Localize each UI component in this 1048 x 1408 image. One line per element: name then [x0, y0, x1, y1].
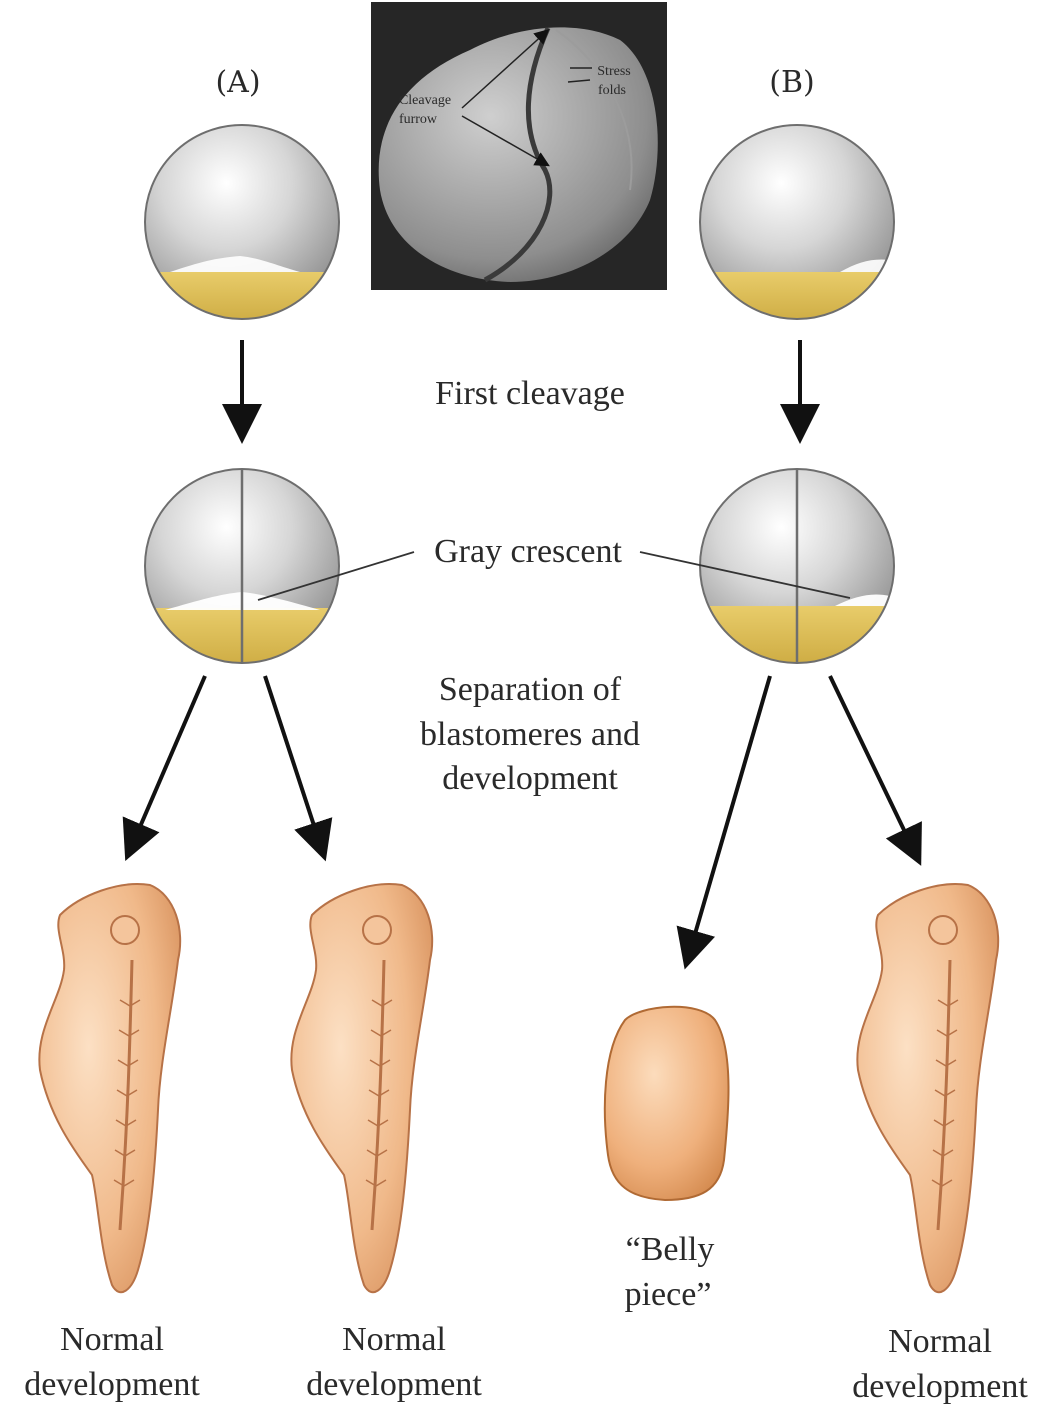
embryo-a-right: [291, 884, 432, 1292]
egg-b-two-cell: [695, 469, 905, 676]
belly-piece: [605, 1007, 729, 1200]
panel-b-label: (B): [769, 65, 814, 100]
cleavage-label-line2: furrow: [399, 112, 438, 127]
panel-a-label: (A): [215, 65, 260, 100]
arrow-b-left: [688, 676, 770, 958]
stress-label-line1: Stress: [597, 64, 630, 79]
separation-label-line1: Separation of: [439, 671, 622, 708]
arrow-a-right: [265, 676, 322, 850]
cleavage-label-line1: Cleavage: [399, 93, 451, 108]
gray-crescent-label: Gray crescent: [434, 533, 622, 570]
stress-label-line2: folds: [598, 83, 626, 98]
belly-label-line2: piece”: [625, 1276, 712, 1313]
arrow-b-right: [830, 676, 916, 855]
egg-b-uncleaved: [695, 125, 905, 332]
outcome-a-left-line2: development: [24, 1366, 200, 1403]
micrograph-inset: Cleavage furrow Stress folds: [371, 2, 667, 290]
separation-label-line2: blastomeres and: [420, 716, 640, 753]
first-cleavage-label: First cleavage: [435, 375, 625, 412]
egg-a-two-cell: [140, 469, 350, 678]
embryo-a-left: [39, 884, 180, 1292]
embryo-b-right: [857, 884, 998, 1292]
outcome-a-left-line1: Normal: [60, 1321, 164, 1358]
outcome-b-right-line1: Normal: [888, 1323, 992, 1360]
separation-label-line3: development: [442, 760, 618, 797]
arrow-a-left: [130, 676, 205, 850]
outcome-b-right-line2: development: [852, 1368, 1028, 1405]
outcome-a-right-line1: Normal: [342, 1321, 446, 1358]
belly-label-line1: “Belly: [626, 1231, 715, 1268]
egg-a-uncleaved: [140, 125, 350, 332]
outcome-a-right-line2: development: [306, 1366, 482, 1403]
